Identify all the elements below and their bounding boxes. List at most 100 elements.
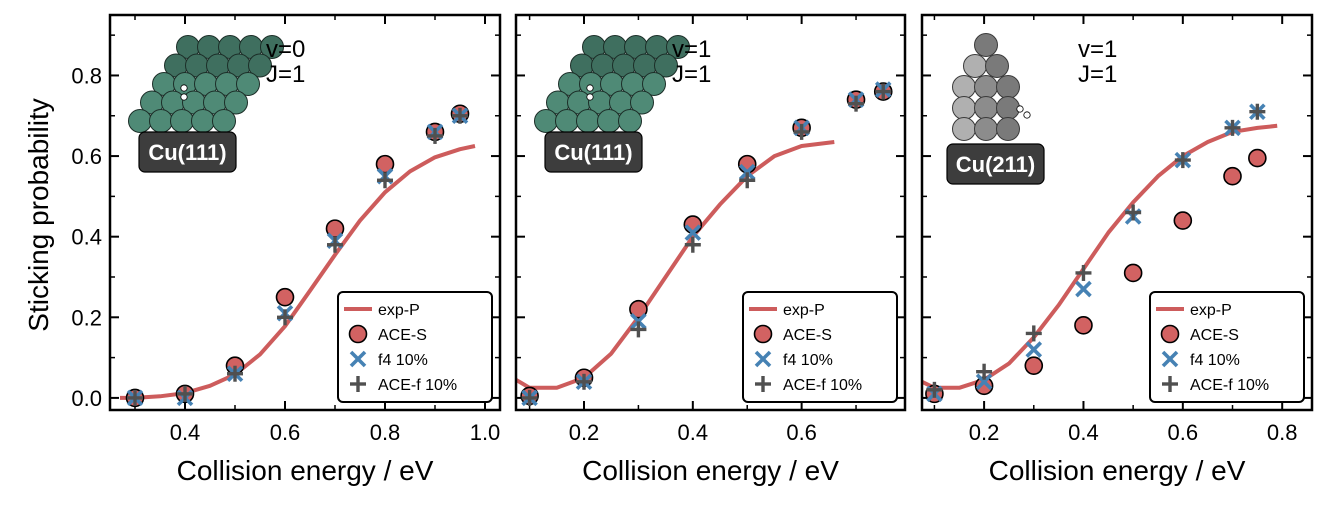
copper-atom — [952, 75, 976, 99]
copper-atom — [618, 109, 642, 133]
ace-s-point — [1248, 148, 1267, 168]
legend-swatch-ace-s — [1160, 324, 1180, 344]
ace-f-point — [1174, 152, 1191, 169]
data-2 — [516, 81, 893, 407]
legend-label: ACE-f 10% — [1190, 377, 1269, 394]
copper-atom — [996, 96, 1020, 120]
data-3 — [922, 103, 1278, 404]
copper-atom — [996, 75, 1020, 99]
y-tick-label: 0.2 — [71, 305, 102, 330]
copper-atom — [974, 33, 998, 57]
copper-atom — [642, 72, 666, 96]
ace-s-point — [1173, 211, 1193, 230]
exp-curve — [516, 140, 835, 390]
x-stroke — [1075, 280, 1092, 298]
x-tick-label: 0.2 — [569, 420, 600, 445]
copper-atom — [212, 109, 236, 133]
surface-label: Cu(111) — [554, 140, 632, 165]
x-stroke — [349, 350, 367, 368]
f4-point — [975, 373, 993, 391]
ace-f-point — [793, 123, 810, 140]
ace-f-point — [277, 309, 293, 326]
x-stroke — [738, 163, 756, 181]
ace-f-point — [739, 172, 756, 189]
legend-swatch-ace-s — [348, 324, 368, 344]
surface-label: Cu(211) — [956, 152, 1035, 177]
ace-f-point — [684, 236, 701, 253]
ace-f-point — [976, 363, 993, 380]
ace-f-point — [1249, 103, 1266, 120]
x-tick-label: 0.2 — [969, 420, 1000, 445]
f4-point — [630, 313, 647, 330]
legend-swatch-f4 — [349, 350, 367, 368]
y-tick-label: 0.6 — [71, 144, 102, 169]
copper-atom — [963, 54, 987, 78]
ace-f-point — [630, 321, 647, 338]
x-stroke — [754, 350, 772, 368]
ace-f-point — [926, 381, 943, 398]
f4-point — [738, 163, 756, 181]
copper-atom — [597, 109, 621, 133]
ace-s-point — [629, 299, 648, 319]
ace-f-point — [576, 373, 593, 390]
ace-f-point — [227, 365, 243, 382]
legend-label: exp-P — [378, 302, 420, 319]
ace-f-point — [377, 172, 393, 189]
legend-label: ACE-S — [783, 327, 832, 344]
copper-atom — [952, 96, 976, 120]
ace-f-point — [427, 127, 443, 144]
exp-curve — [120, 144, 476, 400]
surface-illustration-3 — [952, 33, 1031, 141]
ace-s-point — [1223, 166, 1242, 186]
surface-label-box — [138, 131, 237, 173]
y-tick-label: 0.0 — [71, 386, 102, 411]
legend-label: f4 10% — [783, 352, 833, 369]
x-tick-label: 0.4 — [170, 420, 201, 445]
copper-atom — [996, 117, 1020, 141]
hydrogen-atom — [586, 93, 594, 101]
copper-atom — [985, 54, 1009, 78]
x-tick-label: 0.6 — [270, 420, 301, 445]
copper-atom — [248, 53, 272, 78]
ace-f-point — [1075, 264, 1092, 281]
surface-illustration-2 — [534, 35, 690, 133]
x-axis-title: Collision energy / eV — [989, 455, 1246, 486]
legend-swatch-ace-f — [755, 376, 771, 392]
legend-swatch-ace-f — [350, 376, 366, 392]
legend-label: f4 10% — [378, 352, 428, 369]
legend-swatch-f4 — [1161, 350, 1179, 368]
copper-atom — [534, 109, 558, 133]
ace-s-point — [1024, 356, 1044, 375]
axes-frame — [108, 13, 502, 412]
x-tick-label: 1.0 — [470, 420, 501, 445]
copper-atom — [974, 96, 998, 120]
axes-frame — [920, 13, 1314, 412]
copper-atom — [260, 35, 284, 59]
x-tick-label: 0.6 — [786, 420, 817, 445]
copper-atom — [191, 109, 215, 133]
ace-f-point — [521, 389, 538, 406]
copper-atom — [654, 53, 678, 78]
copper-atom — [236, 72, 260, 96]
x-tick-label: 0.4 — [1068, 420, 1099, 445]
copper-atom — [149, 109, 173, 133]
ace-f-point — [327, 236, 343, 253]
exp-curve — [922, 123, 1278, 390]
state-label: v=1 — [1078, 36, 1117, 63]
hydrogen-atom — [586, 84, 594, 92]
x-stroke — [1161, 350, 1179, 368]
copper-atom — [224, 90, 248, 115]
ace-f-point — [452, 107, 468, 124]
x-stroke — [975, 373, 993, 391]
x-tick-label: 0.6 — [1168, 420, 1199, 445]
legend-box — [1149, 291, 1305, 403]
x-stroke — [1025, 341, 1043, 358]
state-label: v=1 — [672, 36, 711, 63]
ace-s-point — [275, 287, 295, 307]
legend-swatch-ace-s — [753, 324, 773, 344]
x-tick-label: 0.8 — [1267, 420, 1298, 445]
